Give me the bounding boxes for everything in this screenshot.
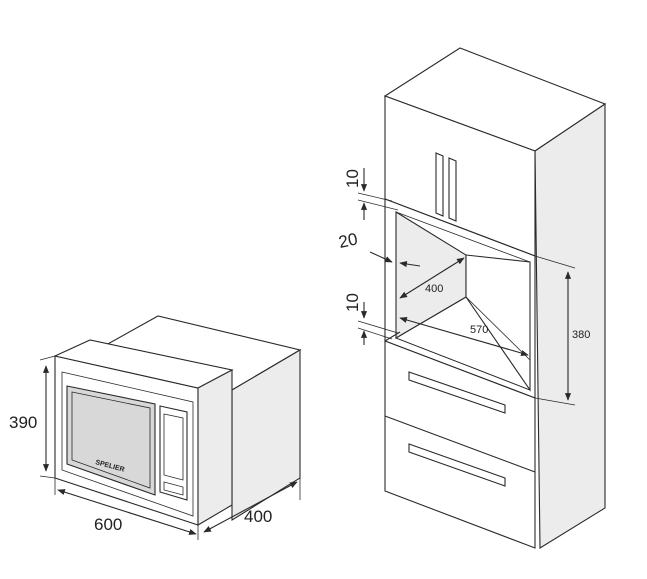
gap-bottom-label: 10 — [343, 293, 362, 312]
microwave-width-label: 600 — [94, 515, 122, 534]
upper-door-handle-right — [448, 157, 457, 222]
cabinet-drawing: 10 20 400 10 570 380 — [337, 47, 607, 549]
gap-side-arrow-left — [369, 251, 393, 263]
microwave-depth-label: 400 — [244, 507, 272, 526]
microwave-drawing: SPELIER 390 600 400 — [9, 315, 302, 540]
niche-width-label: 570 — [470, 324, 488, 336]
cabinet-right-side — [534, 102, 606, 549]
gap-top-label: 10 — [343, 169, 362, 188]
microwave-width-dimension-line — [57, 489, 197, 535]
lower-drawer-handle — [408, 443, 506, 487]
microwave-depth-dimension-line — [203, 481, 298, 533]
niche-depth-dimension-line — [399, 257, 465, 299]
microwave-trim-side — [197, 369, 233, 526]
niche-depth-label: 400 — [425, 283, 443, 295]
gap-side-label: 20 — [337, 229, 359, 252]
niche-width-dimension-line — [399, 316, 529, 357]
microwave-height-label: 390 — [9, 413, 37, 432]
upper-door-handle-left — [435, 152, 444, 217]
niche-height-label: 380 — [572, 329, 590, 341]
upper-drawer-handle — [408, 371, 506, 414]
